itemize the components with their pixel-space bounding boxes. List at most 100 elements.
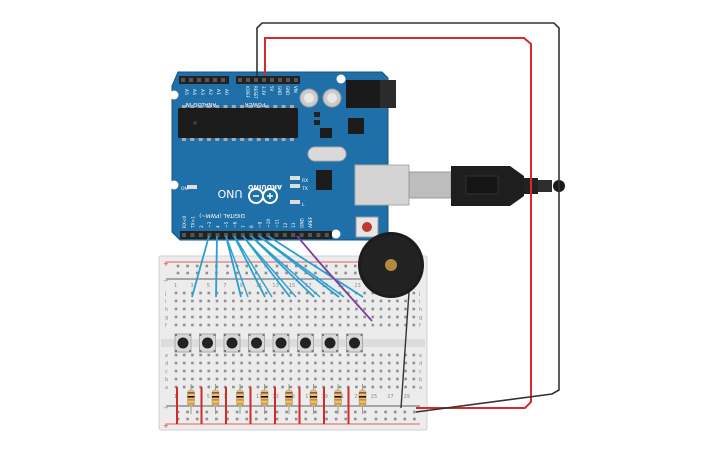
rail-hole[interactable] <box>325 417 328 421</box>
breadboard-hole[interactable] <box>314 361 317 365</box>
analog-pin[interactable] <box>189 78 193 82</box>
breadboard-hole[interactable] <box>330 307 334 311</box>
breadboard-hole[interactable] <box>363 353 366 357</box>
breadboard-hole[interactable] <box>174 307 178 311</box>
breadboard-hole[interactable] <box>223 315 227 319</box>
breadboard-hole[interactable] <box>289 369 293 373</box>
breadboard-hole[interactable] <box>281 307 284 311</box>
breadboard-hole[interactable] <box>379 377 383 381</box>
breadboard-hole[interactable] <box>297 291 301 295</box>
breadboard-hole[interactable] <box>191 385 194 389</box>
breadboard-hole[interactable] <box>379 307 383 311</box>
breadboard-hole[interactable] <box>182 291 186 295</box>
digital-pin[interactable] <box>215 233 220 237</box>
breadboard-hole[interactable] <box>264 377 268 381</box>
breadboard-hole[interactable] <box>191 369 194 373</box>
resistor[interactable] <box>236 384 244 414</box>
rail-hole[interactable] <box>384 410 387 414</box>
rail-hole[interactable] <box>245 410 248 414</box>
breadboard-hole[interactable] <box>404 353 407 357</box>
pushbutton[interactable] <box>321 333 339 353</box>
breadboard-hole[interactable] <box>404 315 407 319</box>
signal-wire[interactable] <box>191 235 210 298</box>
breadboard-hole[interactable] <box>396 377 399 381</box>
breadboard-hole[interactable] <box>297 361 301 365</box>
rail-hole[interactable] <box>264 271 268 275</box>
breadboard-hole[interactable] <box>182 307 186 311</box>
rail-hole[interactable] <box>344 410 347 414</box>
breadboard-hole[interactable] <box>174 299 178 303</box>
analog-header[interactable] <box>179 76 229 84</box>
breadboard-hole[interactable] <box>215 385 219 389</box>
breadboard-hole[interactable] <box>232 361 235 365</box>
rail-hole[interactable] <box>255 264 258 268</box>
breadboard-hole[interactable] <box>289 385 293 389</box>
rail-hole[interactable] <box>354 417 357 421</box>
ground-wire[interactable] <box>256 22 560 413</box>
breadboard-hole[interactable] <box>305 377 309 381</box>
power-pin[interactable] <box>278 78 282 82</box>
breadboard-hole[interactable] <box>191 323 194 327</box>
breadboard-hole[interactable] <box>330 315 334 319</box>
breadboard-hole[interactable] <box>363 291 366 295</box>
breadboard-hole[interactable] <box>412 369 416 373</box>
breadboard-hole[interactable] <box>379 299 383 303</box>
resistor[interactable] <box>187 384 195 414</box>
breadboard-hole[interactable] <box>215 353 219 357</box>
breadboard-hole[interactable] <box>174 377 178 381</box>
breadboard-hole[interactable] <box>338 361 342 365</box>
usb-cable-plug[interactable] <box>451 166 565 206</box>
breadboard-hole[interactable] <box>297 315 301 319</box>
rail-hole[interactable] <box>245 417 248 421</box>
rail-hole[interactable] <box>285 271 288 275</box>
breadboard-hole[interactable] <box>248 307 252 311</box>
breadboard-hole[interactable] <box>273 315 276 319</box>
digital-pin[interactable] <box>316 233 321 237</box>
breadboard-hole[interactable] <box>240 307 243 311</box>
signal-wire[interactable] <box>250 235 315 298</box>
breadboard-hole[interactable] <box>412 299 416 303</box>
breadboard-hole[interactable] <box>223 291 227 295</box>
breadboard-hole[interactable] <box>240 353 243 357</box>
breadboard-hole[interactable] <box>256 299 260 303</box>
buzzer-wire[interactable] <box>296 235 373 322</box>
rail-hole[interactable] <box>255 271 258 275</box>
rail-hole[interactable] <box>314 271 317 275</box>
pushbutton[interactable] <box>297 333 314 353</box>
breadboard-hole[interactable] <box>387 353 391 357</box>
breadboard-hole[interactable] <box>232 315 235 319</box>
rail-hole[interactable] <box>195 417 199 421</box>
breadboard-hole[interactable] <box>396 307 399 311</box>
breadboard-hole[interactable] <box>297 307 301 311</box>
breadboard-hole[interactable] <box>215 307 219 311</box>
breadboard-hole[interactable] <box>281 299 284 303</box>
rail-hole[interactable] <box>205 271 209 275</box>
breadboard-hole[interactable] <box>289 353 293 357</box>
digital-pin[interactable] <box>224 233 228 237</box>
rail-hole[interactable] <box>235 410 239 414</box>
breadboard-hole[interactable] <box>404 377 407 381</box>
rail-hole[interactable] <box>205 417 209 421</box>
breadboard-hole[interactable] <box>199 377 202 381</box>
breadboard-hole[interactable] <box>240 377 243 381</box>
breadboard-hole[interactable] <box>248 299 252 303</box>
digital-pin[interactable] <box>182 233 186 237</box>
breadboard-hole[interactable] <box>182 369 186 373</box>
rail-hole[interactable] <box>374 417 378 421</box>
breadboard-hole[interactable] <box>248 369 252 373</box>
rail-hole[interactable] <box>344 271 347 275</box>
breadboard-hole[interactable] <box>199 361 202 365</box>
breadboard-hole[interactable] <box>207 307 211 311</box>
breadboard-hole[interactable] <box>281 361 284 365</box>
breadboard-hole[interactable] <box>314 315 317 319</box>
breadboard-hole[interactable] <box>396 353 399 357</box>
breadboard-hole[interactable] <box>256 385 260 389</box>
rail-hole[interactable] <box>325 410 328 414</box>
breadboard-hole[interactable] <box>412 323 416 327</box>
breadboard-hole[interactable] <box>223 307 227 311</box>
digital-pin[interactable] <box>308 233 312 237</box>
breadboard-hole[interactable] <box>174 369 178 373</box>
rail-hole[interactable] <box>304 410 308 414</box>
